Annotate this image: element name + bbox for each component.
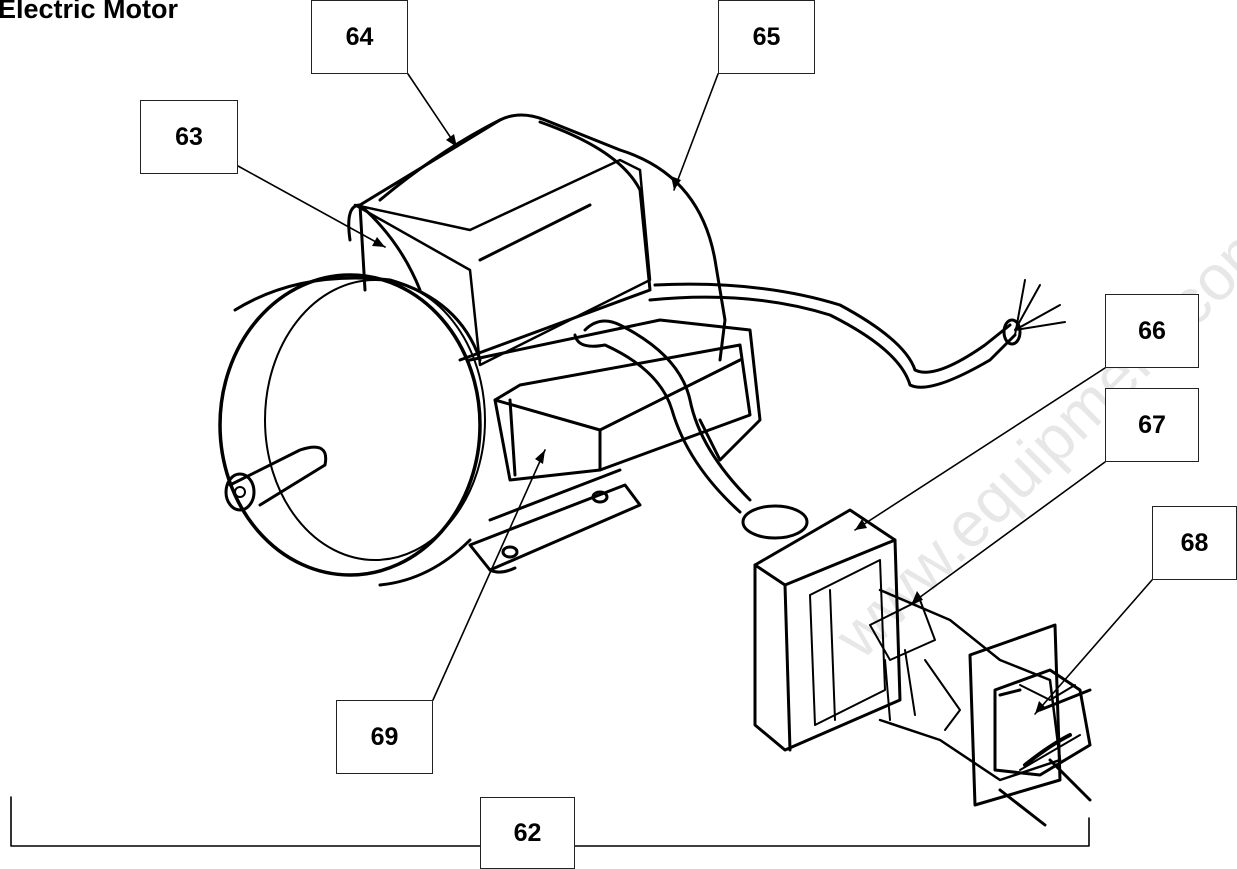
leader-lines [237, 73, 1153, 715]
callout-64: 64 [311, 0, 408, 74]
callout-68: 68 [1152, 506, 1237, 580]
switch-faceplate [968, 623, 1092, 807]
capacitor-cover [493, 343, 752, 482]
assembly-bracket [10, 796, 1090, 847]
callout-66: 66 [1105, 294, 1199, 368]
switch-cable [573, 319, 809, 540]
motor-shaft [224, 445, 328, 512]
terminal-box [353, 158, 652, 367]
motor-housing [347, 113, 762, 522]
callout-67: 67 [1105, 388, 1199, 462]
leader-arrowheads [372, 134, 1046, 714]
callout-62: 62 [480, 797, 575, 869]
switch-box [753, 508, 902, 752]
end-bell [218, 273, 486, 587]
diagram-title: Electric Motor [0, 0, 179, 24]
callout-69: 69 [336, 700, 433, 774]
switch-mechanism [869, 588, 1062, 782]
callout-65: 65 [718, 0, 815, 74]
switch-screws [998, 688, 1092, 827]
power-cord [648, 279, 1066, 389]
callout-63: 63 [140, 100, 238, 174]
